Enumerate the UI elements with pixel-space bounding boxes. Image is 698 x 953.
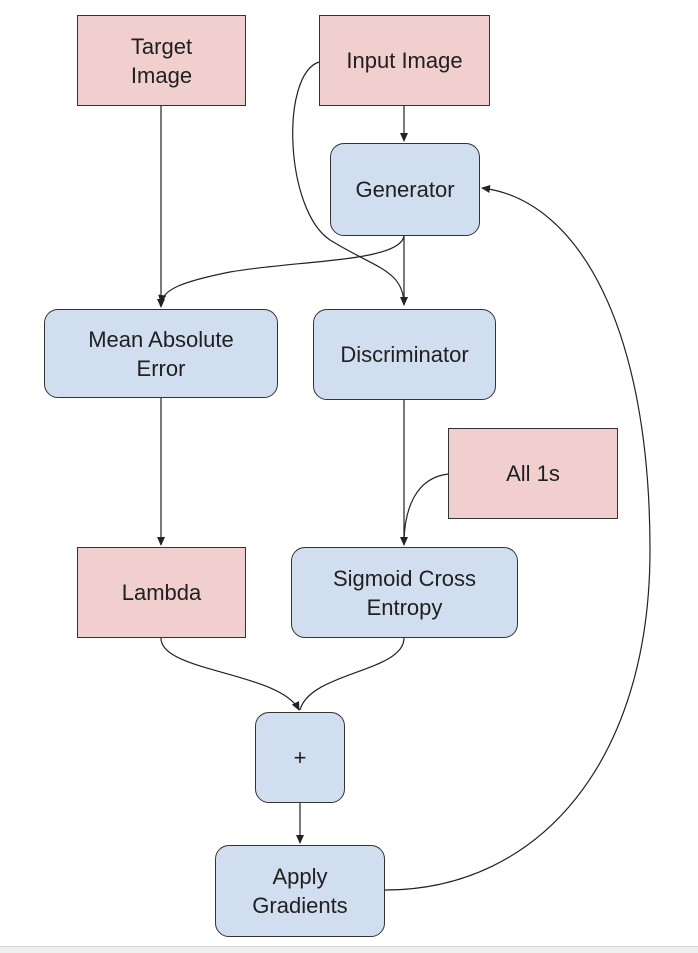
node-sigmoid-cross-entropy: Sigmoid Cross Entropy bbox=[291, 547, 518, 638]
edge-input-image-to-discriminator bbox=[292, 61, 408, 306]
node-generator: Generator bbox=[330, 143, 480, 236]
node-apply-gradients: Apply Gradients bbox=[215, 845, 385, 937]
edge-generator-to-mean-absolute-error bbox=[158, 235, 405, 304]
node-input-image: Input Image bbox=[319, 15, 490, 106]
edge-apply-gradients-to-generator bbox=[384, 185, 651, 891]
edge-all-1s-to-sigmoid-cross-entropy bbox=[403, 473, 449, 541]
node-plus: + bbox=[255, 712, 345, 803]
edge-lambda-to-plus bbox=[160, 637, 300, 711]
node-mean-absolute-error: Mean Absolute Error bbox=[44, 309, 278, 398]
node-lambda: Lambda bbox=[77, 547, 246, 638]
bottom-divider bbox=[0, 946, 698, 953]
node-all-1s: All 1s bbox=[448, 428, 618, 519]
edge-sigmoid-cross-entropy-to-plus bbox=[299, 637, 405, 711]
node-discriminator: Discriminator bbox=[313, 309, 496, 400]
node-target-image: Target Image bbox=[77, 15, 246, 106]
